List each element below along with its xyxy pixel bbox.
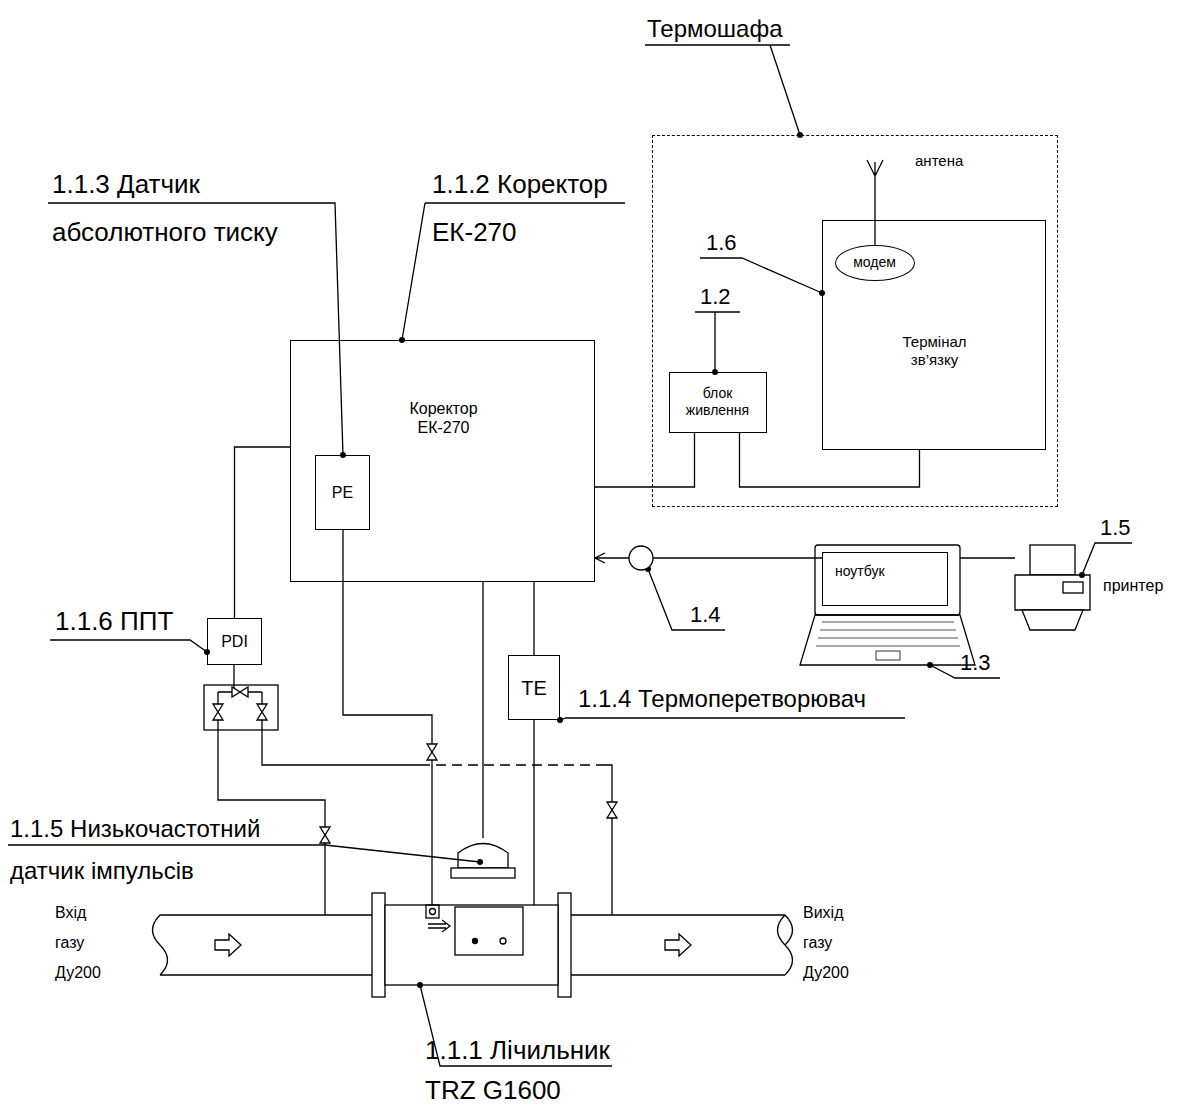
flange [372,893,385,997]
callout-label: 1.1.3 Датчик абсолютного тиску [52,160,312,256]
leader-dots [204,132,1085,988]
callout-number: 1.4 [690,602,721,628]
valve [427,744,437,760]
meter-display [455,907,523,955]
pulse-sensor [458,844,508,869]
gas-meter [372,844,571,998]
dp-line [262,730,612,915]
flange [558,893,571,997]
meter-dot [473,939,478,944]
callout-number: 1.5 [1100,515,1131,541]
valve [232,687,248,697]
part-label: принтер [1103,576,1163,595]
outlet-pipe [571,915,793,975]
printer [1015,545,1090,630]
connector [740,433,920,488]
antenna [867,160,883,245]
leaders [8,45,1132,1066]
node-text: PE [332,483,353,502]
node-text: модем [853,254,896,271]
pressure-port [430,909,436,915]
terminal-box: Термінал зв’язку модем [822,220,1046,450]
printer-body [1015,575,1090,610]
flow-arrow [665,934,691,956]
leader-line [50,640,207,652]
inlet-pipe [153,915,373,975]
impulse-lines [204,530,617,915]
node-text: Коректор ЕК-270 [391,399,496,437]
valve-manifold [218,692,262,730]
meter-dot [500,938,506,944]
laptop-touchpad [876,651,900,660]
dp-line [420,764,600,765]
valve-manifold [204,685,278,730]
callout-label: 1.1.4 Термоперетворювач [578,682,866,716]
pipe-label: Вихід газу Ду200 [803,898,865,988]
laptop-base [800,615,975,665]
node-text: ноутбук [835,563,885,580]
callout-number: 1.2 [700,284,731,310]
valve [257,704,267,720]
pipe-label: Вхід газу Ду200 [55,898,117,988]
meter-body [385,905,558,985]
valve [213,704,223,720]
pulse-sensor [451,868,515,878]
callout-number: 1.3 [960,650,991,676]
antenna-symbol [867,160,883,245]
printer-tray [1022,610,1083,630]
connector [595,433,695,488]
laptop-keys [816,622,960,646]
node-text: TE [521,676,547,700]
modem-ellipse: модем [835,245,915,281]
callout-label: 1.1.1 Лічильник TRZ G1600 [425,1030,625,1110]
printer-panel [1063,582,1083,593]
pulse-cable [482,582,483,838]
valve [320,827,330,843]
leader-line [648,569,725,630]
leader-line [695,312,740,372]
connector [533,582,534,655]
flow-arrow [215,934,241,956]
printer-paper [1030,545,1075,575]
meter-arrow [428,920,450,932]
laptop-lid [815,545,960,615]
valve [607,802,617,818]
dp-sensor-box: PDI [207,618,262,665]
laptop-screen: ноутбук [822,552,948,606]
node-text: PDI [221,632,248,651]
printer-cable [960,557,1015,558]
connector [235,447,291,618]
laptop [800,545,1015,665]
temperature-sensor-box: TE [508,655,560,720]
callout-label: 1.1.5 Низькочастотний датчик імпульсів [10,808,330,892]
callout-label: 1.1.6 ППТ [55,606,173,637]
pressure-port [426,905,439,918]
pressure-sensor-box: PE [315,455,370,530]
cabinet-region: ТермошафаТермінал зв’язкумодемблок живле… [652,135,1058,507]
callout-label: 1.1.2 Коректор ЕК-270 [432,160,632,256]
antenna-label: антена [915,152,963,170]
leader-line [560,718,905,720]
node-text: Термінал зв’язку [885,333,985,369]
power-supply-box: блок живлення [669,372,767,433]
node-text: Термошафа [647,15,783,44]
leader-line [645,45,800,135]
callout-number: 1.6 [706,230,737,256]
interface-circle [629,546,653,570]
temperature-cable [533,720,534,905]
leader-line [1082,543,1132,575]
corrector-box: Коректор ЕК-270PE [290,340,595,582]
node-text: блок живлення [677,385,759,419]
